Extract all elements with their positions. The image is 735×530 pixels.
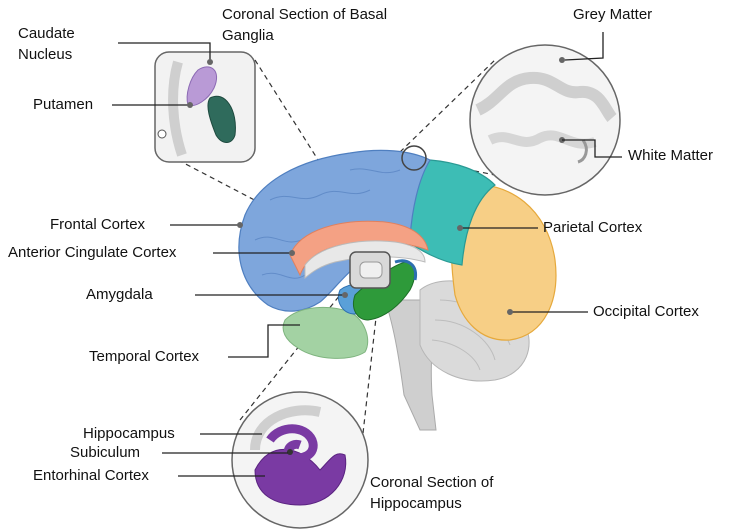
subiculum-label: Subiculum bbox=[70, 444, 141, 461]
coronal-hippocampus-label-line1: Coronal Section of bbox=[370, 474, 494, 491]
amygdala-label: Amygdala bbox=[86, 286, 153, 303]
temporal-cortex-label: Temporal Cortex bbox=[89, 348, 200, 365]
coronal-hippocampus-label-line2: Hippocampus bbox=[370, 495, 462, 512]
hippocampus-label: Hippocampus bbox=[83, 425, 175, 442]
temporal-cortex-region bbox=[282, 307, 369, 359]
hippocampus-region bbox=[353, 261, 416, 321]
caudate-nucleus-label-line1: Caudate bbox=[18, 25, 75, 42]
parietal-cortex-label: Parietal Cortex bbox=[543, 219, 643, 236]
grey-matter-marker-circle bbox=[401, 145, 427, 171]
anterior-cingulate-cortex-label: Anterior Cingulate Cortex bbox=[8, 244, 177, 261]
pointer-lines bbox=[112, 32, 622, 477]
corpus-callosum bbox=[304, 240, 426, 280]
putamen-shape bbox=[207, 95, 236, 143]
coronal-basal-ganglia-label-line2: Ganglia bbox=[222, 27, 274, 44]
white-matter-label: White Matter bbox=[628, 147, 714, 164]
occipital-cortex-label: Occipital Cortex bbox=[593, 303, 699, 320]
entorhinal-cortex-label: Entorhinal Cortex bbox=[33, 467, 149, 484]
frontal-cortex-label: Frontal Cortex bbox=[50, 216, 146, 233]
hippocampus-purple-small bbox=[266, 424, 318, 463]
basal-ganglia-inset bbox=[154, 51, 256, 163]
caudate-nucleus-label-line2: Nucleus bbox=[18, 46, 73, 63]
coronal-basal-ganglia-label-line1: Coronal Section of Basal bbox=[222, 6, 388, 23]
caudate-shape bbox=[186, 66, 218, 107]
hippocampus-purple-large bbox=[254, 448, 347, 506]
grey-matter-label: Grey Matter bbox=[573, 6, 653, 23]
grey-white-matter-inset bbox=[469, 44, 621, 196]
hippocampus-inset bbox=[231, 391, 369, 529]
putamen-label: Putamen bbox=[33, 96, 94, 113]
